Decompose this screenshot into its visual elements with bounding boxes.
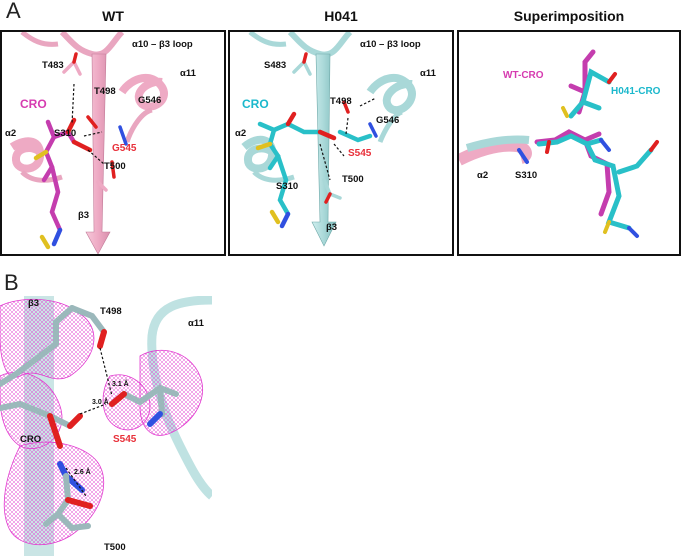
wt-label-g545: G545 [112,143,137,154]
b-distance-1: 3.1 Å [112,379,129,388]
h041-loop-label: α10 – β3 loop [360,39,421,50]
label-h041-cro: H041-CRO [611,86,661,97]
h041-label-s545: S545 [348,148,372,159]
b-label-t498: T498 [100,306,122,317]
wt-label-s310: S310 [54,128,76,139]
h041-structure-render: α10 – β3 loop S483 T498 α11 CRO G546 α2 … [235,32,437,247]
h041-beta3-strand [311,53,337,247]
b-label-t500: T500 [104,542,126,553]
wt-cro-sticks [33,117,93,250]
superimposed-h041-cro [536,68,654,231]
wt-label-cro: CRO [20,97,47,111]
super-label-alpha2: α2 [477,170,488,181]
h041-label-t500: T500 [342,174,364,185]
wt-beta3-strand [85,53,111,254]
superimposition-title: Superimposition [513,8,625,24]
b-label-s545: S545 [113,434,137,445]
label-wt-cro: WT-CRO [503,70,544,81]
wt-loop-label: α10 – β3 loop [132,39,193,50]
h041-structure-panel: α10 – β3 loop S483 T498 α11 CRO G546 α2 … [228,30,454,256]
wt-title: WT [102,8,124,24]
h041-label-alpha2: α2 [235,128,246,139]
wt-alpha2-helix [9,137,63,183]
superimposition-render: WT-CRO H041-CRO α2 S310 [459,49,661,238]
wt-label-t483: T483 [42,60,64,71]
h041-label-t498: T498 [330,96,352,107]
b-distance-2: 3.0 Å [92,397,109,406]
h041-label-s483: S483 [264,60,286,71]
b-label-alpha11: α11 [188,318,205,329]
b-distance-3: 2.6 Å [74,467,91,476]
wt-structure-render: α10 – β3 loop T483 T498 α11 CRO G546 α2 … [5,32,197,254]
b-label-beta3: β3 [28,298,39,309]
wt-structure-panel: α10 – β3 loop T483 T498 α11 CRO G546 α2 … [0,30,226,256]
wt-alpha11-helix [118,74,168,143]
wt-label-t500: T500 [104,161,126,172]
wt-loop-tube [59,32,125,58]
h041-label-beta3: β3 [326,222,337,233]
superimposition-panel: WT-CRO H041-CRO α2 S310 [457,30,681,256]
super-label-s310: S310 [515,170,537,181]
density-map-panel: β3 T498 α11 3.1 Å 3.0 Å CRO S545 2.6 Å T… [0,296,212,556]
wt-label-alpha2: α2 [5,128,16,139]
panel-b-letter: B [4,270,19,295]
panel-a-letter: A [6,0,21,23]
h041-label-cro: CRO [242,97,269,111]
wt-label-g546: G546 [138,95,161,106]
wt-label-alpha11: α11 [180,68,197,79]
density-map-render: β3 T498 α11 3.1 Å 3.0 Å CRO S545 2.6 Å T… [0,296,212,556]
wt-label-beta3: β3 [78,210,89,221]
superimposed-alpha2-ribbons [459,135,532,166]
h041-label-s310: S310 [276,181,298,192]
b-label-cro: CRO [20,434,41,445]
h041-alpha11-helix [366,74,416,143]
h041-loop-tube [287,32,353,58]
density-model-sticks [0,305,179,532]
h041-cro-sticks [255,111,373,229]
h041-label-alpha11: α11 [420,68,437,79]
h041-title: H041 [324,8,358,24]
h041-label-g546: G546 [376,115,399,126]
wt-label-t498: T498 [94,86,116,97]
